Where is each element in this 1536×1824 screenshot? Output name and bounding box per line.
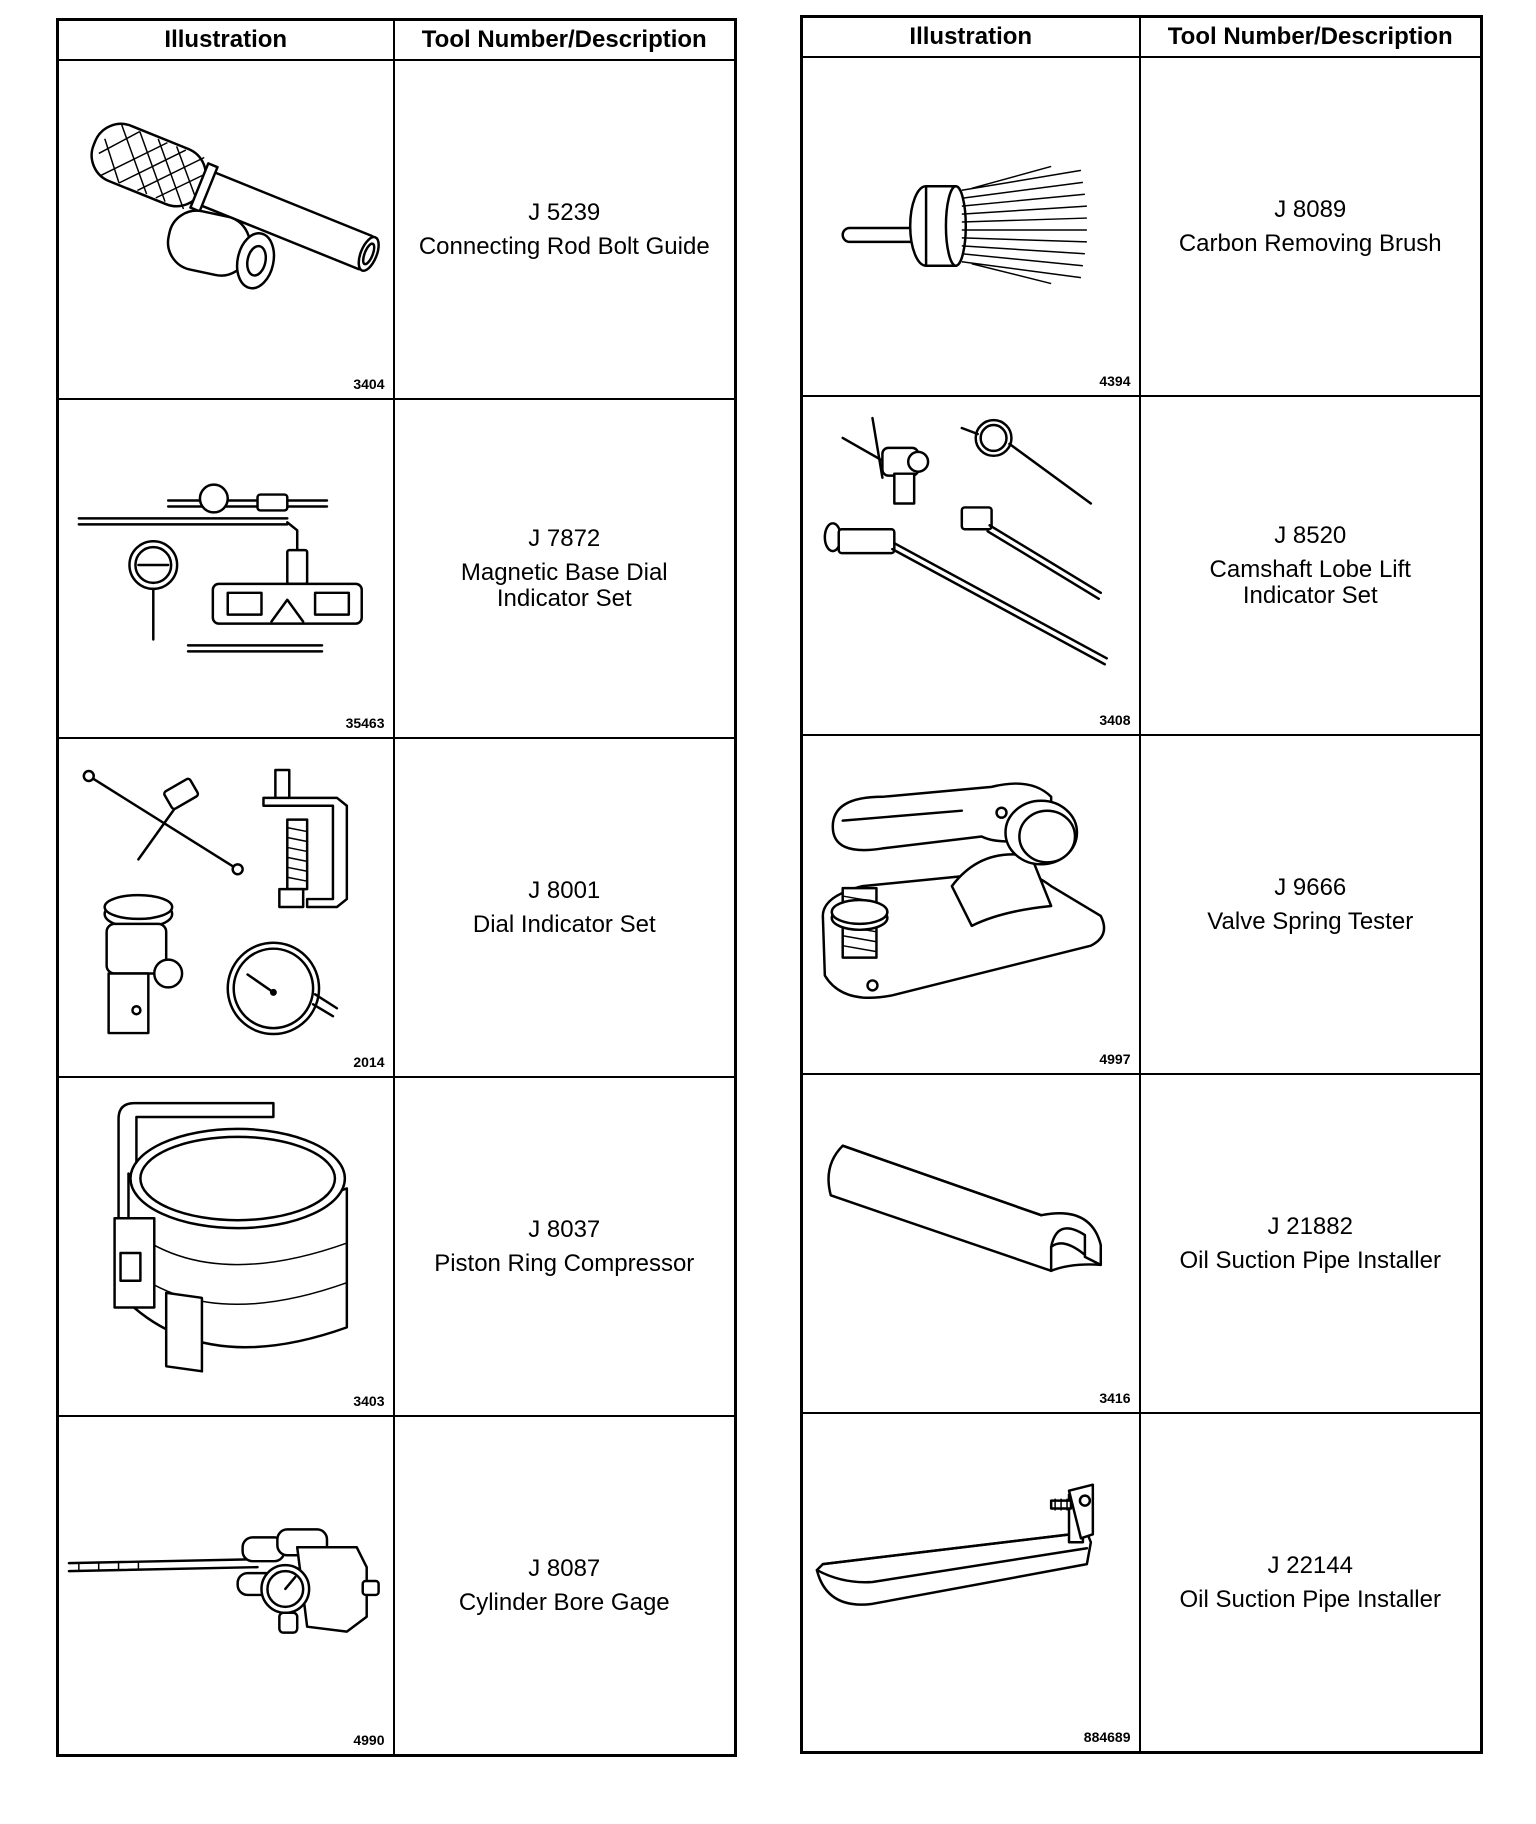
table-row: 4997 J 9666 Valve Spring Tester: [800, 734, 1483, 1075]
tool-description-cell: J 8520 Camshaft Lobe Lift Indicator Set: [1138, 395, 1483, 736]
illustration-cell: 3416: [800, 1073, 1141, 1414]
tool-description: Oil Suction Pipe Installer: [1179, 1246, 1441, 1274]
figure-number: 4990: [353, 1732, 385, 1748]
table-row: 3416 J 21882 Oil Suction Pipe Installer: [800, 1073, 1483, 1414]
figure-number: 3408: [1099, 712, 1131, 728]
tool-description-cell: J 5239 Connecting Rod Bolt Guide: [392, 59, 737, 400]
connecting-rod-bolt-guide-icon: [90, 122, 380, 290]
tool-number: J 8520: [1274, 521, 1347, 549]
tool-description-cell: J 21882 Oil Suction Pipe Installer: [1138, 1073, 1483, 1414]
figure-number: 4997: [1099, 1051, 1131, 1067]
table-row: 2014 J 8001 Dial Indicator Set: [56, 737, 737, 1078]
tool-description-cell: J 22144 Oil Suction Pipe Installer: [1138, 1412, 1483, 1754]
cylinder-bore-gage-icon: [67, 1528, 380, 1634]
tool-description-cell: J 8089 Carbon Removing Brush: [1138, 56, 1483, 397]
figure-number: 3404: [353, 376, 385, 392]
oil-suction-pipe-installer-icon: [815, 1483, 1095, 1606]
illustration-cell: 3403: [56, 1076, 395, 1417]
illustration-cell: 884689: [800, 1412, 1141, 1754]
tool-description: Magnetic Base Dial Indicator Set: [460, 558, 668, 612]
tool-number: J 21882: [1267, 1212, 1353, 1240]
illustration-cell: 35463: [56, 398, 395, 739]
tool-description: Dial Indicator Set: [472, 910, 656, 938]
illustration-cell: 3408: [800, 395, 1141, 736]
figure-number: 3416: [1099, 1390, 1131, 1406]
tool-description: Valve Spring Tester: [1207, 907, 1414, 935]
figure-number: 3403: [353, 1393, 385, 1409]
tool-description: Camshaft Lobe Lift Indicator Set: [1209, 555, 1411, 609]
tool-description-cell: J 9666 Valve Spring Tester: [1138, 734, 1483, 1075]
header-row: Illustration Tool Number/Description: [800, 15, 1483, 58]
tool-header: Tool Number/Description: [1138, 15, 1483, 58]
tool-number: J 9666: [1274, 873, 1347, 901]
tool-description-cell: J 8037 Piston Ring Compressor: [392, 1076, 737, 1417]
dial-indicator-set-icon: [82, 768, 349, 1036]
illustration-cell: 3404: [56, 59, 395, 400]
header-row: Illustration Tool Number/Description: [56, 18, 737, 61]
figure-number: 884689: [1083, 1729, 1131, 1745]
table-row: 4990 J 8087 Cylinder Bore Gage: [56, 1415, 737, 1757]
tool-number: J 8089: [1274, 195, 1347, 223]
table-row: 35463 J 7872 Magnetic Base Dial Indicato…: [56, 398, 737, 739]
tool-description-cell: J 8001 Dial Indicator Set: [392, 737, 737, 1078]
table-row: 4394 J 8089 Carbon Removing Brush: [800, 56, 1483, 397]
oil-suction-pipe-installer-icon: [827, 1144, 1103, 1273]
tool-description: Oil Suction Pipe Installer: [1179, 1585, 1441, 1613]
tool-number: J 8037: [528, 1215, 601, 1243]
illustration-cell: 2014: [56, 737, 395, 1078]
tool-description: Carbon Removing Brush: [1178, 229, 1442, 257]
tool-number: J 5239: [528, 198, 601, 226]
figure-number: 2014: [353, 1054, 385, 1070]
illustration-cell: 4997: [800, 734, 1141, 1075]
tool-table-right: Illustration Tool Number/Description 439…: [800, 15, 1483, 1754]
figure-number: 35463: [345, 715, 385, 731]
magnetic-base-dial-indicator-icon: [77, 483, 363, 653]
tool-header: Tool Number/Description: [392, 18, 737, 61]
tool-description-cell: J 7872 Magnetic Base Dial Indicator Set: [392, 398, 737, 739]
tool-table-left: Illustration Tool Number/Description: [56, 18, 737, 1757]
tool-description-cell: J 8087 Cylinder Bore Gage: [392, 1415, 737, 1757]
table-row: 3408 J 8520 Camshaft Lobe Lift Indicator…: [800, 395, 1483, 736]
tool-number: J 22144: [1267, 1551, 1353, 1579]
illustration-header: Illustration: [56, 18, 395, 61]
valve-spring-tester-icon: [821, 782, 1106, 1000]
tool-description: Cylinder Bore Gage: [458, 1588, 670, 1616]
illustration-cell: 4990: [56, 1415, 395, 1757]
carbon-removing-brush-icon: [841, 165, 1087, 285]
tool-number: J 8001: [528, 876, 601, 904]
figure-number: 4394: [1099, 373, 1131, 389]
tool-number: J 8087: [528, 1554, 601, 1582]
table-row: 884689 J 22144 Oil Suction Pipe Installe…: [800, 1412, 1483, 1754]
illustration-cell: 4394: [800, 56, 1141, 397]
table-row: 3404 J 5239 Connecting Rod Bolt Guide: [56, 59, 737, 400]
table-row: 3403 J 8037 Piston Ring Compressor: [56, 1076, 737, 1417]
tool-description: Piston Ring Compressor: [434, 1249, 695, 1277]
piston-ring-compressor-icon: [113, 1101, 349, 1373]
camshaft-lobe-lift-indicator-icon: [823, 416, 1108, 666]
tool-description: Connecting Rod Bolt Guide: [418, 232, 710, 260]
illustration-header: Illustration: [800, 15, 1141, 58]
tool-number: J 7872: [528, 524, 601, 552]
